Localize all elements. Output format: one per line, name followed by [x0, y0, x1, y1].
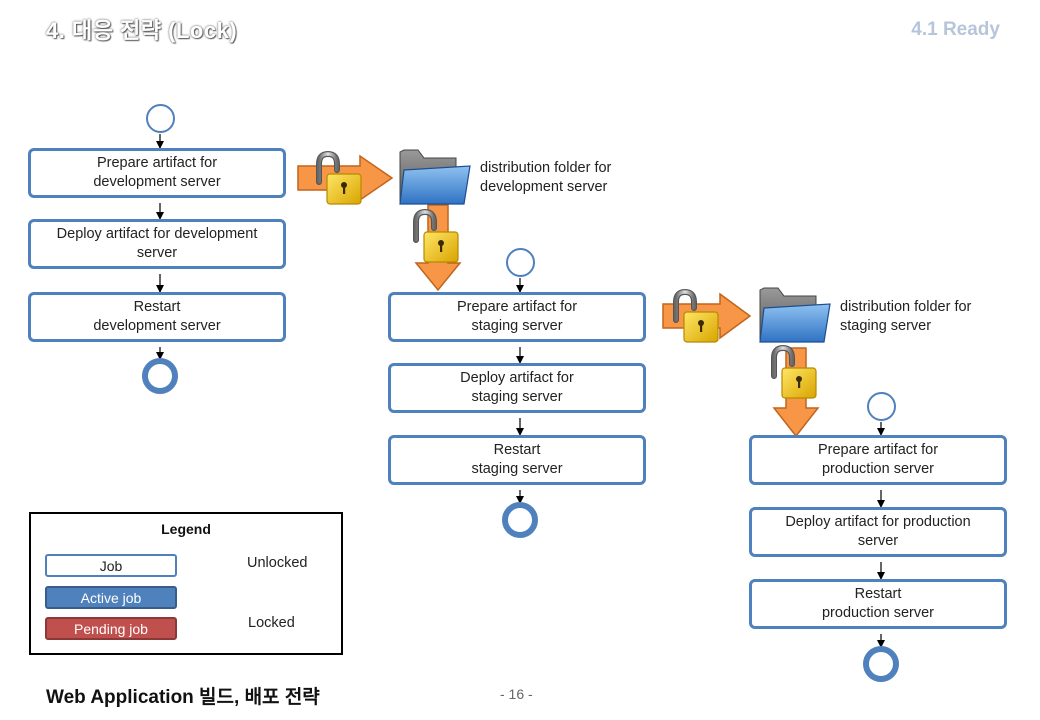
- production-end-node: [863, 646, 899, 682]
- dev-distribution-folder-icon: [399, 149, 471, 205]
- page-number: - 16 -: [500, 686, 533, 702]
- footer-title: Web Application 빌드, 배포 전략: [46, 687, 320, 708]
- legend-title: Legend: [161, 521, 211, 537]
- job-deploy-production[interactable]: Deploy artifact for production server: [749, 507, 1007, 557]
- production-start-node: [867, 392, 896, 421]
- job-deploy-staging[interactable]: Deploy artifact for staging server: [388, 363, 646, 413]
- job-restart-staging[interactable]: Restart staging server: [388, 435, 646, 485]
- legend-box: Legend Job Active job Pending job Unlock…: [29, 512, 343, 655]
- legend-pending-job: Pending job: [45, 617, 177, 640]
- job-prepare-staging[interactable]: Prepare artifact for staging server: [388, 292, 646, 342]
- job-deploy-dev[interactable]: Deploy artifact for development server: [28, 219, 286, 269]
- dev-start-node: [146, 104, 175, 133]
- staging-start-node: [506, 248, 535, 277]
- job-prepare-dev[interactable]: Prepare artifact for development server: [28, 148, 286, 198]
- staging-folder-label: distribution folder for staging server: [840, 299, 972, 334]
- legend-unlocked-label: Unlocked: [247, 555, 308, 571]
- dev-folder-label: distribution folder for development serv…: [480, 160, 612, 195]
- slide-title: 4. 대응 전략 (Lock): [46, 18, 238, 43]
- legend-locked-label: Locked: [248, 615, 295, 631]
- staging-end-node: [502, 502, 538, 538]
- job-restart-dev[interactable]: Restart development server: [28, 292, 286, 342]
- legend-job: Job: [45, 554, 177, 577]
- section-label: 4.1 Ready: [911, 19, 1000, 40]
- job-prepare-production[interactable]: Prepare artifact for production server: [749, 435, 1007, 485]
- staging-distribution-folder-icon: [759, 287, 831, 343]
- job-restart-production[interactable]: Restart production server: [749, 579, 1007, 629]
- dev-end-node: [142, 358, 178, 394]
- legend-active-job: Active job: [45, 586, 177, 609]
